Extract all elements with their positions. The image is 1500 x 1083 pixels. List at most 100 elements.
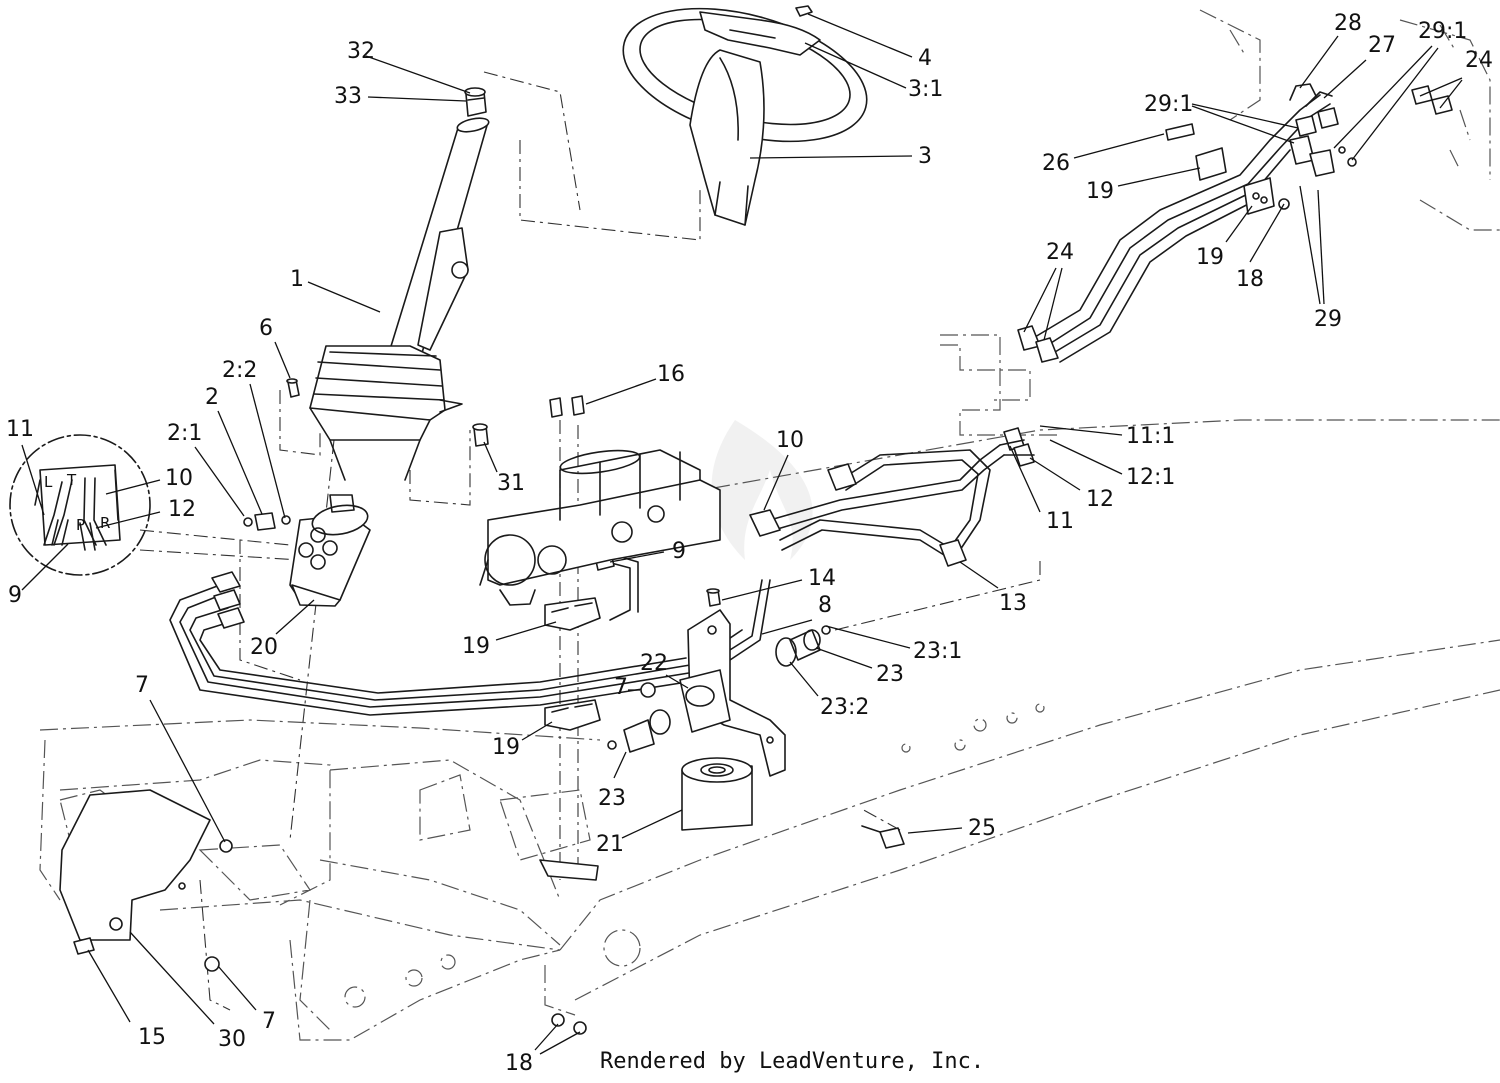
callout-c4: 4 — [918, 46, 932, 71]
callout-c12: 12 — [1086, 487, 1114, 512]
callout-c2: 2 — [205, 385, 219, 410]
leader-line-c12 — [1029, 457, 1081, 491]
leader-line-c12-1 — [1049, 439, 1123, 475]
callout-c2-1: 2:1 — [167, 421, 202, 446]
hydraulic-tubes-upper — [999, 83, 1333, 467]
port-label-p: P — [76, 516, 85, 534]
leader-line-c31 — [483, 441, 498, 473]
callout-c15: 15 — [138, 1025, 166, 1050]
orbital-cylinder-22 — [679, 669, 731, 733]
leader-line-c16 — [585, 378, 657, 405]
leader-line-c25 — [907, 827, 963, 834]
leader-line-c11 — [1009, 445, 1041, 513]
callout-c23-top: 23 — [876, 662, 904, 687]
leader-line-c24-mid-b — [1043, 267, 1063, 341]
bolt-16 — [549, 395, 585, 418]
hydraulic-tube-13 — [779, 449, 991, 567]
steering-wheel-cap — [795, 5, 813, 17]
leader-line-c29-1-left-b — [1191, 105, 1295, 144]
callout-c21: 21 — [596, 832, 624, 857]
bolts-18-lower — [551, 1013, 587, 1035]
bolt-15 — [73, 937, 95, 955]
fitting-2 — [243, 512, 291, 531]
leader-line-c28 — [1299, 35, 1339, 89]
leader-line-c21 — [621, 809, 683, 839]
callout-c7-mid: 7 — [614, 675, 628, 700]
callout-c9: 9 — [672, 539, 686, 564]
filter-21 — [681, 757, 753, 831]
callout-c3: 3 — [918, 144, 932, 169]
callout-c11-1: 11:1 — [1126, 424, 1175, 449]
leader-line-c19-mid — [495, 621, 557, 641]
callout-c2-2: 2:2 — [222, 358, 257, 383]
callout-c19-top-b: 19 — [1196, 245, 1224, 270]
hydraulic-tubes-left — [169, 571, 771, 716]
fittings-upper-right — [1289, 85, 1453, 177]
fittings-23 — [607, 625, 831, 753]
callout-c22: 22 — [640, 651, 668, 676]
steering-wheel — [622, 7, 868, 226]
callout-c11-inset: 11 — [6, 417, 34, 442]
leader-line-c24-mid — [1023, 267, 1057, 333]
assembly-phantom-lines — [139, 71, 1041, 1011]
callout-c32: 32 — [347, 39, 375, 64]
leader-line-c26 — [1073, 133, 1165, 159]
callout-c1: 1 — [290, 267, 304, 292]
leader-line-c2-1 — [194, 446, 245, 517]
clamp-19-upper — [1165, 123, 1290, 215]
callout-c7-low: 7 — [262, 1009, 276, 1034]
port-label-l: L — [44, 473, 53, 491]
steering-column — [309, 87, 490, 481]
callout-c23-1: 23:1 — [913, 639, 962, 664]
leader-line-c23-2 — [789, 661, 819, 697]
leader-line-c32 — [365, 55, 471, 94]
leader-line-c11-inset — [21, 444, 45, 516]
leader-line-c24-top-b — [1439, 79, 1463, 109]
leader-line-c29-1-right-b — [1351, 47, 1439, 161]
leader-line-c2 — [217, 410, 263, 515]
screw-31 — [472, 423, 489, 447]
leader-line-c4 — [807, 13, 913, 58]
callout-c12-inset: 12 — [168, 497, 196, 522]
leader-line-c19-low — [521, 721, 553, 741]
callout-c6: 6 — [259, 316, 273, 341]
leader-line-c7-left — [149, 699, 226, 843]
leader-line-c33 — [367, 96, 467, 102]
leader-line-c24-top — [1419, 77, 1463, 97]
leader-line-c23-top — [815, 647, 873, 669]
plug-25 — [861, 825, 905, 849]
port-label-r: R — [100, 514, 110, 532]
callout-c31: 31 — [497, 471, 525, 496]
callout-c20: 20 — [250, 635, 278, 660]
port-detail-inset: L T P R — [9, 434, 151, 576]
leader-line-c22 — [665, 674, 689, 689]
leader-line-c9 — [609, 551, 665, 563]
callout-c26: 26 — [1042, 151, 1070, 176]
leader-line-c29 — [1299, 185, 1321, 305]
callout-c11: 11 — [1046, 509, 1074, 534]
leader-line-c19-top-b — [1225, 205, 1253, 243]
leader-line-c29-1-right — [1333, 45, 1433, 149]
leader-line-c8 — [761, 619, 813, 635]
callout-c30: 30 — [218, 1027, 246, 1052]
callout-c16: 16 — [657, 362, 685, 387]
callout-c24-mid: 24 — [1046, 240, 1074, 265]
watermark-logo — [711, 420, 813, 560]
leader-line-c15 — [87, 949, 131, 1023]
leader-line-c10-inset — [105, 479, 161, 495]
leader-line-c19-top — [1117, 167, 1201, 187]
hydraulic-pump — [479, 449, 721, 606]
callout-c27: 27 — [1368, 33, 1396, 58]
callout-c33: 33 — [334, 84, 362, 109]
leader-line-c30 — [129, 931, 215, 1025]
leader-line-c7-low — [217, 965, 257, 1011]
callout-c23-low: 23 — [598, 786, 626, 811]
leader-line-c9-inset — [21, 543, 69, 591]
callout-c12-1: 12:1 — [1126, 465, 1175, 490]
callout-c19-low: 19 — [492, 735, 520, 760]
callout-c24-top: 24 — [1465, 48, 1493, 73]
footer-credit: Rendered by LeadVenture, Inc. — [600, 1049, 984, 1074]
bracket-19-lower-mount — [539, 859, 599, 881]
